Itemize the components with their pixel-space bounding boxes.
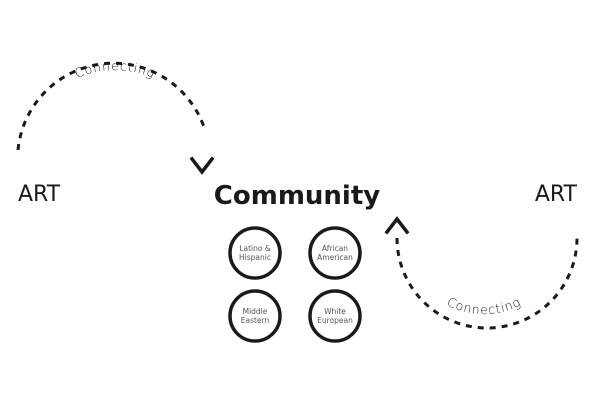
- art-label-right: ART: [535, 182, 578, 207]
- group-circle-african-american: African American: [308, 226, 362, 280]
- connecting-label-bottom: Connecting: [445, 294, 523, 317]
- group-label-line1: African: [322, 244, 348, 253]
- group-label-line1: Latino &: [239, 244, 271, 253]
- group-label-line2: Hispanic: [239, 253, 271, 262]
- art-label-left: ART: [18, 182, 61, 207]
- group-label-line2: European: [317, 316, 353, 325]
- group-label-line1: Middle: [243, 307, 268, 316]
- group-circle-middle-eastern: Middle Eastern: [228, 289, 282, 343]
- chevron-up-icon: [384, 216, 410, 235]
- group-label-line2: American: [317, 253, 353, 262]
- chevron-down-icon: [189, 156, 215, 175]
- group-label-line2: Eastern: [241, 316, 270, 325]
- connecting-arc-bottom: [395, 237, 579, 330]
- connecting-arc-top: [16, 61, 207, 151]
- group-label-line1: White: [324, 307, 346, 316]
- connecting-label-top: Connecting: [72, 58, 157, 81]
- community-label: Community: [214, 181, 380, 211]
- group-circle-white-european: White European: [308, 289, 362, 343]
- group-circle-latino-hispanic: Latino & Hispanic: [228, 226, 282, 280]
